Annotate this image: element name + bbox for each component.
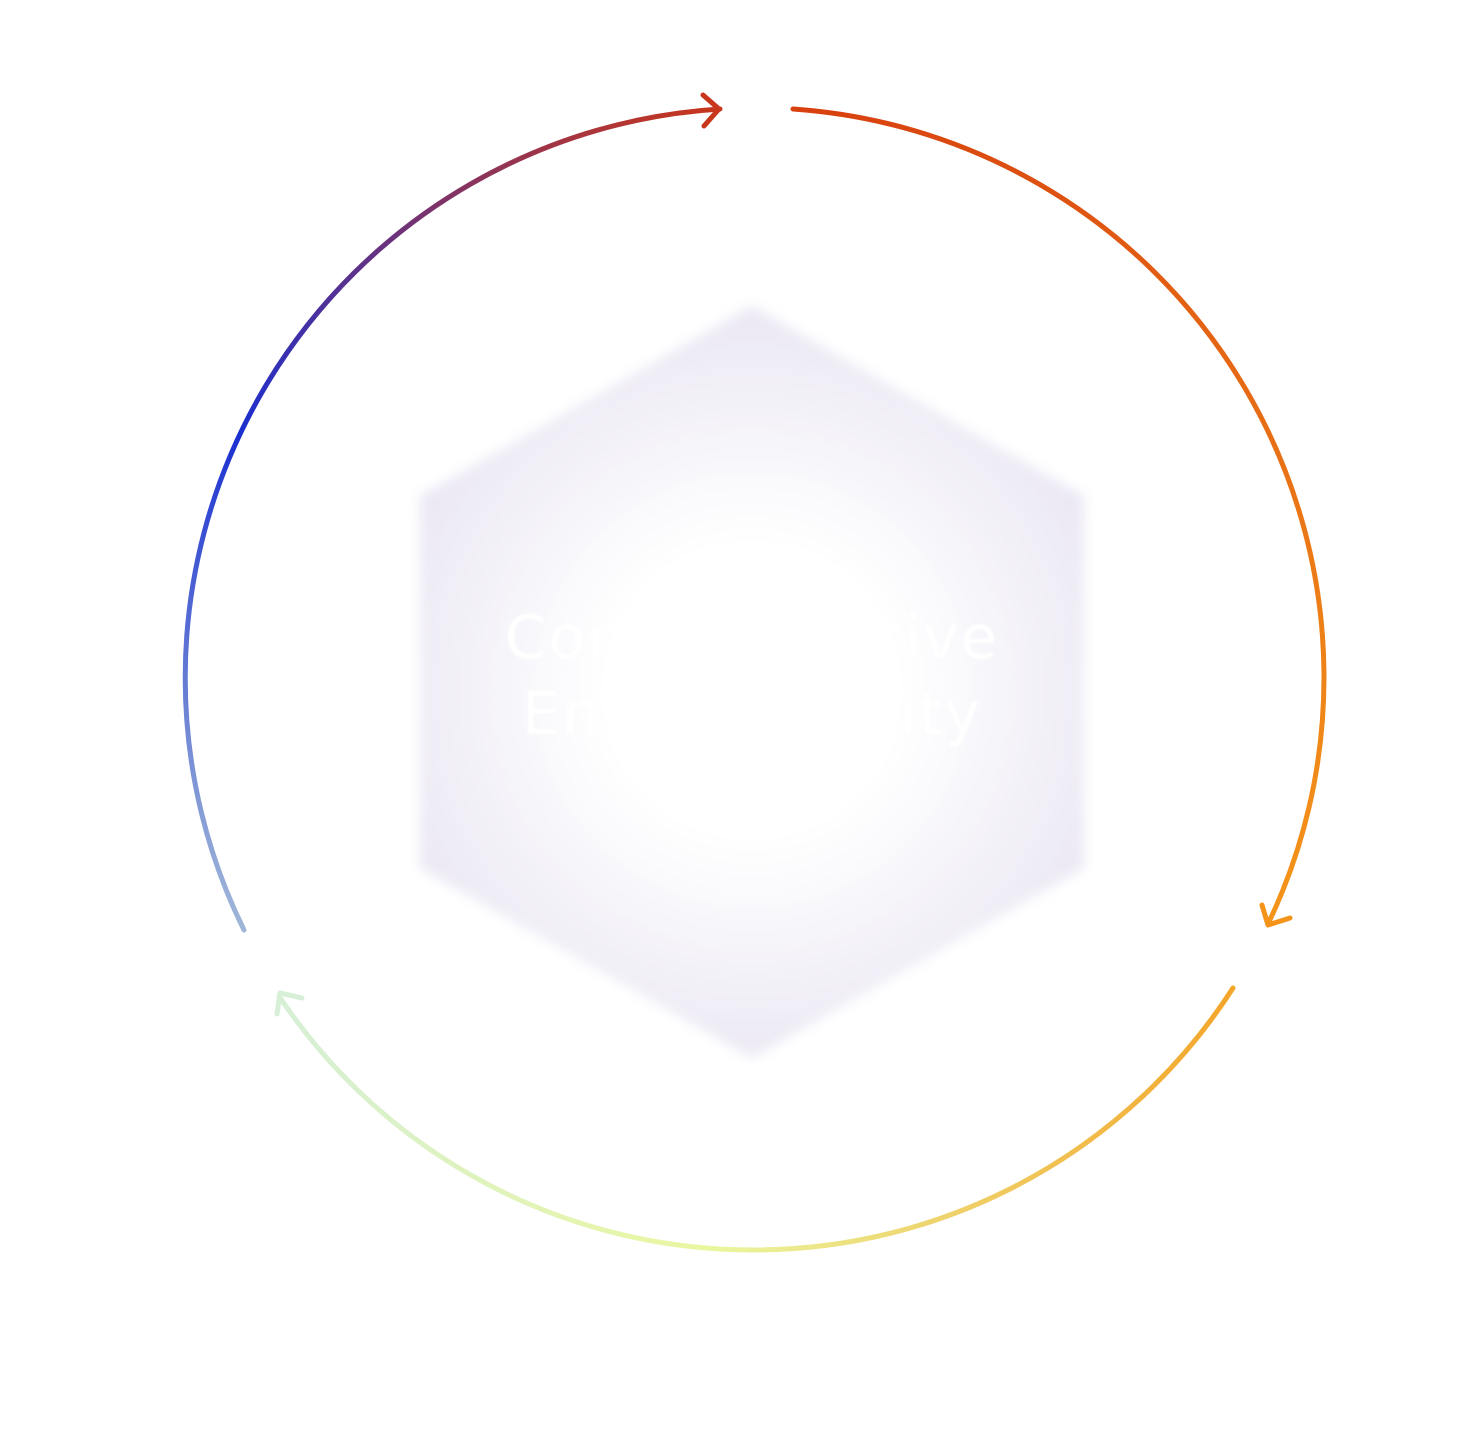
center-label-line-1: Comprehensive xyxy=(504,603,1000,673)
cycle-arc-left xyxy=(182,106,723,933)
center-label: Comprehensive Email Security xyxy=(420,600,1084,752)
cycle-arc-bottom xyxy=(276,985,1236,1253)
center-hexagon xyxy=(420,306,1084,1058)
arrow-right-icon xyxy=(1259,902,1293,928)
arrow-top-icon xyxy=(700,92,722,129)
center-label-line-2: Email Security xyxy=(522,679,982,749)
cycle-arc-right xyxy=(790,106,1327,927)
arrow-bottom-left-icon xyxy=(274,990,305,1017)
